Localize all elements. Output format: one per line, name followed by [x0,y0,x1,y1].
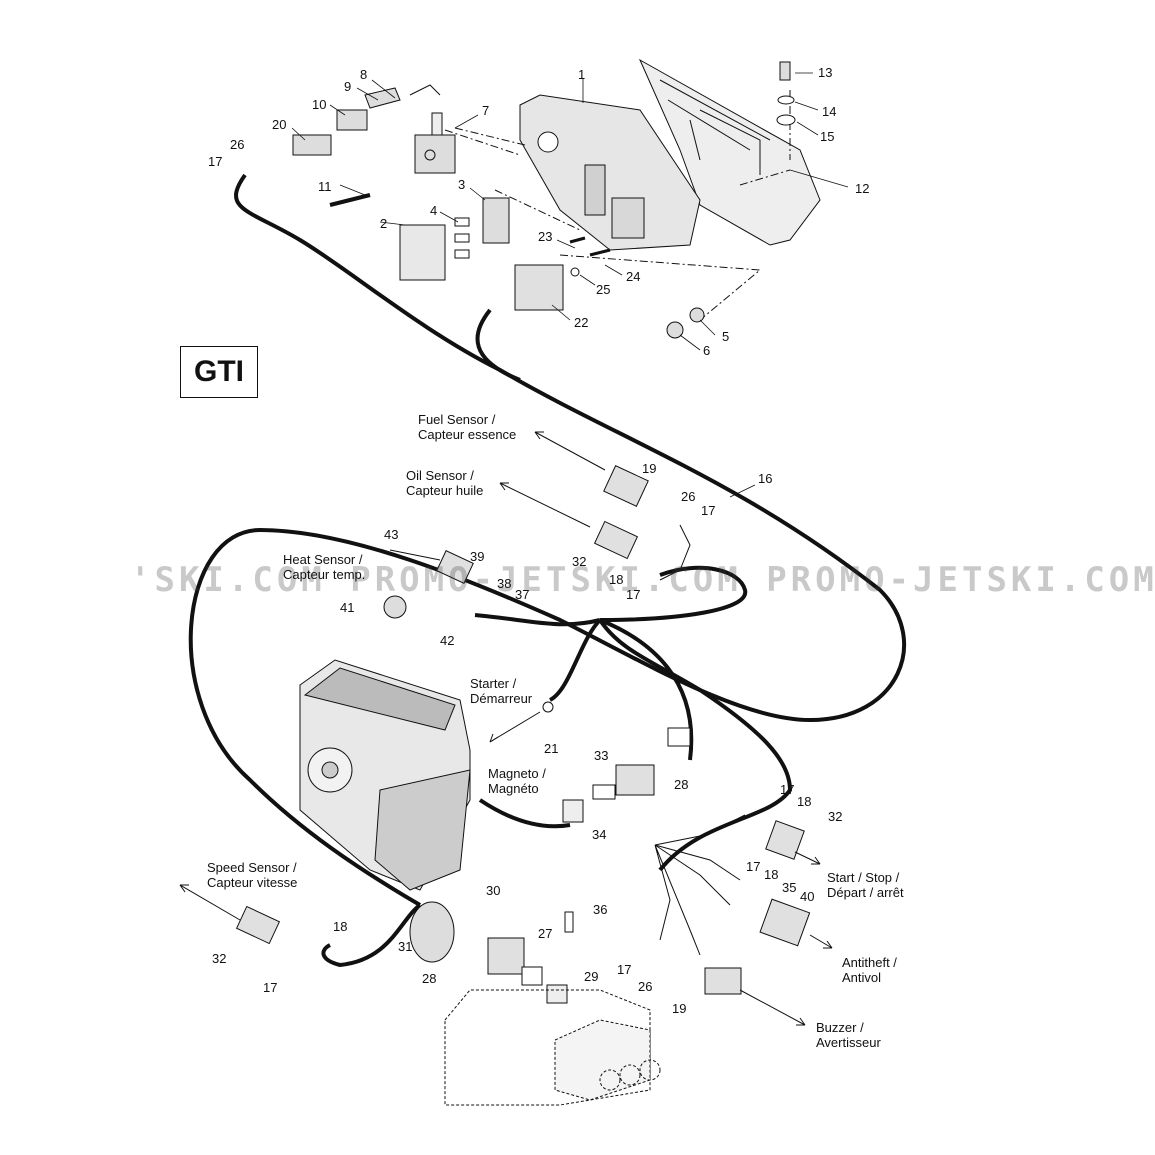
starter-line-1: Starter / [470,676,517,691]
antitheft-label: Antitheft / Antivol [842,955,897,985]
callout-38: 28 [674,777,689,792]
callout-5: 5 [722,329,730,344]
callout-57: 26 [638,979,653,994]
callout-55: 17 [263,980,278,995]
callout-49: 27 [538,926,553,941]
callout-8: 8 [360,67,368,82]
callout-30: 43 [384,527,399,542]
label-arrows [179,431,833,1026]
fuel-sensor-line-2: Capteur essence [418,427,517,442]
callout-58: 19 [672,1001,687,1016]
starter-line-2: Démarreur [470,691,533,706]
callout-51: 28 [422,971,437,986]
callout-26: 17 [701,503,716,518]
heat-sensor-line-1: Heat Sensor / [283,552,363,567]
callout-33: 37 [515,587,530,602]
oil-sensor-line-2: Capteur huile [406,483,484,498]
callout-34: 41 [340,600,355,615]
battery-box [444,989,661,1106]
callout-53: 18 [333,919,348,934]
callout-25: 26 [681,489,696,504]
speed-sensor-label: Speed Sensor / Capteur vitesse [207,860,297,890]
callout-46: 40 [800,889,815,904]
callout-16: 16 [758,471,773,486]
callout-37: 33 [594,748,609,763]
callout-18: 20 [272,117,287,132]
callout-20: 23 [538,229,553,244]
callout-47: 30 [486,883,501,898]
magneto-line-2: Magnéto [488,781,539,796]
callout-44: 18 [764,867,779,882]
watermark: 'SKI.COM PROMO-JETSKI.COM PROMO-JETSKI.C… [130,560,1155,600]
callout-3: 3 [458,177,466,192]
callout-29: 17 [626,587,641,602]
callout-36: 21 [544,741,559,756]
callout-9: 9 [344,79,352,94]
fuel-sensor-line-1: Fuel Sensor / [418,412,496,427]
start-stop-line-2: Départ / arrêt [827,885,904,900]
callout-4: 4 [430,203,438,218]
magneto-label: Magneto / Magnéto [488,766,546,796]
start-stop-label: Start / Stop / Départ / arrêt [827,870,904,900]
callout-35: 42 [440,633,455,648]
buzzer-label: Buzzer / Avertisseur [816,1020,881,1050]
callout-22: 25 [596,282,611,297]
callout-24: 19 [642,461,657,476]
callout-54: 32 [212,951,227,966]
callout-12: 12 [855,181,870,196]
heat-sensor-line-2: Capteur temp. [283,567,366,582]
callout-28: 18 [609,572,624,587]
callout-42: 32 [828,809,843,824]
magneto-line-1: Magneto / [488,766,546,781]
callout-7: 7 [482,103,490,118]
oil-sensor-label: Oil Sensor / Capteur huile [406,468,483,498]
callout-50: 31 [398,939,413,954]
oil-sensor-line-1: Oil Sensor / [406,468,474,483]
ecu-module [519,94,701,251]
callout-6: 6 [703,343,711,358]
engine [299,659,471,891]
connectors [235,465,811,1004]
buzzer-line-1: Buzzer / [816,1020,864,1035]
main-harness [188,173,907,968]
mounting-bracket [638,58,821,246]
fuel-sensor-label: Fuel Sensor / Capteur essence [418,412,516,442]
branch-wires [409,84,746,956]
callout-32: 38 [497,576,512,591]
callout-10: 10 [312,97,327,112]
heat-sensor-label: Heat Sensor / Capteur temp. [283,552,365,582]
callout-56: 17 [617,962,632,977]
callout-52: 29 [584,969,599,984]
callout-17: 17 [208,154,223,169]
callout-40: 17 [780,782,795,797]
callout-39: 34 [592,827,607,842]
callout-2: 2 [380,216,388,231]
callout-43: 17 [746,859,761,874]
callout-23: 22 [574,315,589,330]
antitheft-line-2: Antivol [842,970,882,985]
small-parts [292,61,796,339]
callout-15: 15 [820,129,835,144]
callout-41: 18 [797,794,812,809]
starter-label: Starter / Démarreur [470,676,532,706]
callout-13: 13 [818,65,833,80]
speed-sensor-line-1: Speed Sensor / [207,860,297,875]
model-badge: GTI [180,346,258,398]
callout-27: 32 [572,554,587,569]
callout-14: 14 [822,104,837,119]
buzzer-line-2: Avertisseur [816,1035,881,1050]
callout-19: 26 [230,137,245,152]
speed-sensor-line-2: Capteur vitesse [207,875,298,890]
start-stop-line-1: Start / Stop / [827,870,900,885]
callout-1: 1 [578,67,586,82]
leader-lines [291,72,849,498]
callout-48: 36 [593,902,608,917]
antitheft-line-1: Antitheft / [842,955,897,970]
callout-21: 24 [626,269,641,284]
callout-45: 35 [782,880,797,895]
callout-11: 11 [318,179,332,194]
callout-31: 39 [470,549,485,564]
